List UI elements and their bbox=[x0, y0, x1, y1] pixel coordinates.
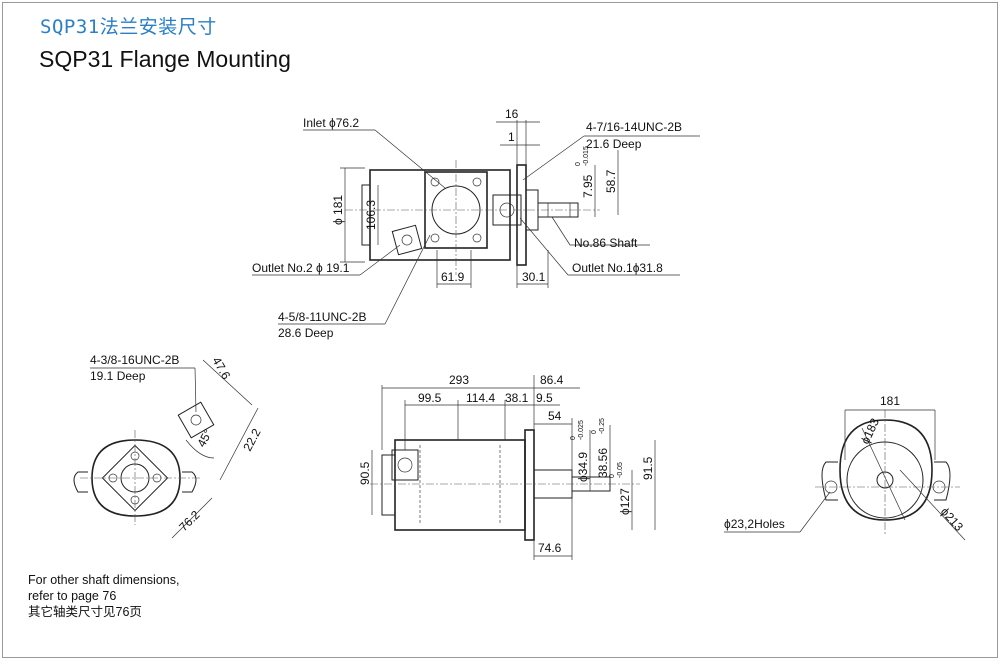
front-flange-ear bbox=[73, 471, 88, 493]
outlet2-label: Outlet No.2 ϕ 19.1 bbox=[252, 261, 350, 275]
dim-349-label: ϕ34.9 bbox=[576, 452, 590, 482]
thread-bot-label: 4-5/8-11UNC-2B bbox=[278, 310, 366, 324]
dim-293-label: 293 bbox=[449, 373, 469, 387]
inlet-bolt-hole bbox=[472, 177, 482, 187]
note-page-number: 76 bbox=[102, 589, 117, 603]
dim-127-label: ϕ127 bbox=[618, 488, 632, 515]
outlet1-leader bbox=[519, 217, 569, 276]
end-flange-outline bbox=[839, 419, 933, 521]
end-dim-213-label: ϕ213 bbox=[938, 505, 967, 534]
dim-349-tol-lower: -0.025 bbox=[578, 420, 585, 440]
dim-line-213 bbox=[899, 469, 966, 541]
side-port-flange bbox=[391, 449, 419, 481]
dim-795-tol-upper: 0 bbox=[575, 162, 582, 166]
dim-127-tol-lower: -0.05 bbox=[617, 462, 624, 478]
front-flange-ear bbox=[182, 471, 197, 493]
dim-line-222 bbox=[219, 407, 259, 481]
thread-top-deep-label: 21.6 Deep bbox=[586, 137, 642, 151]
dim-95-label: 9.5 bbox=[536, 391, 553, 405]
dim-181-label: ϕ 181 bbox=[331, 195, 345, 225]
inlet-label: Inlet ϕ76.2 bbox=[303, 116, 359, 130]
dim-222-label: 22.2 bbox=[240, 426, 263, 453]
dim-line-476 bbox=[202, 359, 253, 406]
port-thread-leader bbox=[194, 367, 197, 413]
outlet2-leader bbox=[359, 244, 401, 276]
pump-body-outline bbox=[369, 169, 511, 261]
side-port-circle bbox=[397, 457, 413, 473]
port-thread-deep-label: 19.1 Deep bbox=[90, 369, 146, 383]
dim-864-label: 86.4 bbox=[540, 373, 564, 387]
dim-arc-45 bbox=[185, 439, 215, 459]
side-mounting-flange bbox=[524, 429, 535, 541]
port-pad bbox=[177, 401, 215, 439]
inlet-bolt-hole bbox=[430, 233, 440, 243]
end-holes-label: ϕ23,2Holes bbox=[724, 517, 785, 531]
outlet2-port bbox=[401, 234, 413, 246]
dim-587-label: 58.7 bbox=[604, 169, 618, 193]
dim-16-label: 16 bbox=[505, 107, 519, 121]
dim-3856-tol-upper: 0 bbox=[591, 430, 598, 434]
rear-cap bbox=[361, 184, 370, 246]
port-view: 4-3/8-16UNC-2B 19.1 Deep 47.6 22.2 45° 7… bbox=[73, 353, 264, 539]
inlet-bolt-hole bbox=[472, 233, 482, 243]
dim-3856-tol-lower: -0.25 bbox=[599, 418, 606, 434]
dim-line-183 bbox=[861, 427, 906, 521]
thread-bot-deep-label: 28.6 Deep bbox=[278, 326, 334, 340]
port-thread-label: 4-3/8-16UNC-2B bbox=[90, 353, 179, 367]
dim-349-tol-upper: 0 bbox=[570, 436, 577, 440]
dim-795-tol-lower: -0.015 bbox=[583, 146, 590, 166]
dim-line-762 bbox=[171, 497, 213, 539]
thread-top-leader bbox=[522, 135, 585, 181]
dim-905-label: 90.5 bbox=[358, 461, 372, 485]
end-flange-ear bbox=[934, 461, 951, 501]
side-rear-cap bbox=[381, 454, 395, 516]
port-hole bbox=[190, 414, 202, 426]
dim-795-label: 7.95 bbox=[581, 174, 595, 198]
side-view: 293 86.4 99.5 114.4 38.1 9.5 54 90.5 ϕ34… bbox=[358, 373, 656, 560]
dim-1-label: 1 bbox=[508, 130, 515, 144]
dim-1144-label: 114.4 bbox=[466, 391, 495, 405]
inlet-bolt-hole bbox=[430, 177, 440, 187]
outlet1-label: Outlet No.1ϕ31.8 bbox=[572, 261, 663, 275]
dim-476-label: 47.6 bbox=[209, 355, 233, 383]
note-line-3: 其它轴类尺寸见76页 bbox=[28, 605, 142, 619]
side-body-outline bbox=[394, 439, 526, 531]
dim-746-label: 74.6 bbox=[538, 541, 562, 555]
dim-45-label: 45° bbox=[194, 427, 215, 450]
end-dim-181-label: 181 bbox=[880, 394, 900, 408]
holes-leader bbox=[799, 491, 831, 533]
shaft-label: No.86 Shaft bbox=[574, 236, 638, 250]
thread-top-label: 4-7/16-14UNC-2B bbox=[586, 120, 682, 134]
dim-995-label: 99.5 bbox=[418, 391, 442, 405]
dim-127-tol-upper: 0 bbox=[609, 474, 616, 478]
dim-619-label: 61.9 bbox=[441, 270, 465, 284]
dim-301-label: 30.1 bbox=[522, 270, 546, 284]
title-english: SQP31 Flange Mounting bbox=[39, 46, 291, 72]
end-flange-ear bbox=[821, 461, 838, 501]
dim-915-label: 91.5 bbox=[641, 456, 655, 480]
title-chinese: SQP31法兰安装尺寸 bbox=[40, 16, 217, 38]
dim-381-label: 38.1 bbox=[505, 391, 529, 405]
note-line-2: refer to page 76 bbox=[28, 588, 116, 604]
mounting-flange bbox=[516, 164, 527, 266]
dim-1063-label: 106.3 bbox=[364, 200, 378, 230]
outlet2-flange bbox=[391, 224, 423, 256]
inlet-leader bbox=[374, 129, 446, 189]
dim-3856-label: 38.56 bbox=[596, 448, 610, 478]
note-refer-text: refer to page bbox=[28, 589, 99, 603]
shaft-leader bbox=[551, 216, 571, 246]
dim-54-label: 54 bbox=[548, 409, 562, 423]
note-line-1: For other shaft dimensions, bbox=[28, 573, 180, 587]
top-view: ϕ 181 106.3 Inlet ϕ76.2 16 1 4-7/16-14UN… bbox=[252, 107, 700, 340]
end-view: 181 ϕ183 ϕ23,2Holes ϕ213 bbox=[724, 394, 967, 541]
thread-bot-leader bbox=[384, 234, 431, 325]
front-square-flange bbox=[101, 444, 169, 512]
